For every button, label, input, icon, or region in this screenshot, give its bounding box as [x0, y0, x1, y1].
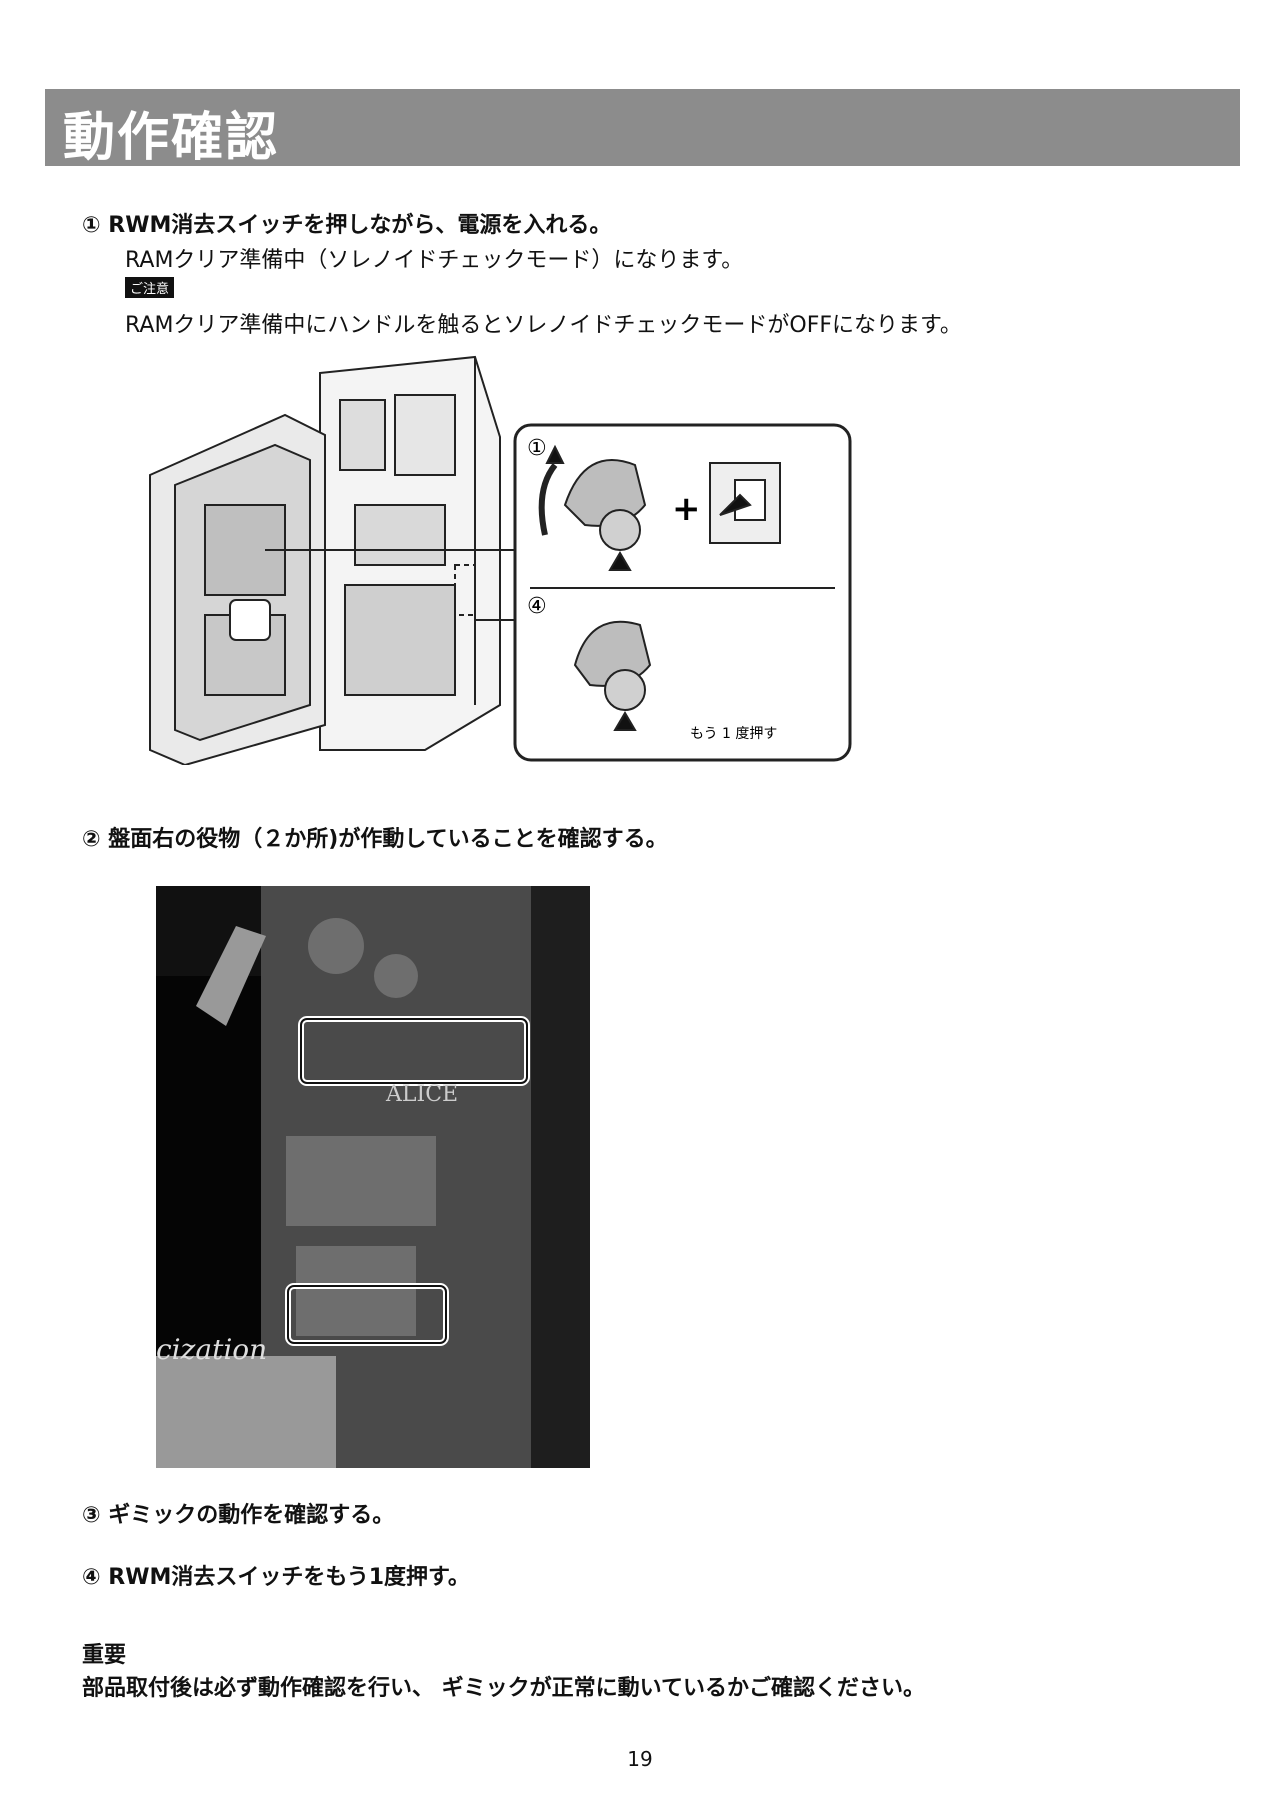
step4-heading: ④ RWM消去スイッチをもう1度押す。 — [82, 1565, 470, 1590]
step1-heading: ① RWM消去スイッチを押しながら、電源を入れる。 — [82, 213, 612, 238]
important-text: 部品取付後は必ず動作確認を行い、 ギミックが正常に動いているかご確認ください。 — [82, 1676, 926, 1701]
playfield-photo: ALICE cization — [156, 886, 590, 1468]
callout-marker-4: ④ — [527, 594, 547, 619]
caution-badge: ご注意 — [125, 277, 175, 298]
page-title: 動作確認 — [63, 108, 280, 168]
title-bar: 動作確認 — [45, 89, 1240, 168]
step1-line2: RAMクリア準備中にハンドルを触るとソレノイドチェックモードがOFFになります。 — [125, 313, 962, 338]
logo-text: ALICE — [385, 1082, 458, 1107]
cabinet-figure: ① ④ + もう 1 度押す — [149, 355, 852, 765]
page-number: 19 — [627, 1747, 653, 1771]
step3-heading: ③ ギミックの動作を確認する。 — [82, 1503, 395, 1528]
brand-text: cization — [156, 1333, 267, 1366]
step1-line1: RAMクリア準備中（ソレノイドチェックモード）になります。 — [125, 248, 744, 273]
step2-heading: ② 盤面右の役物（２か所)が作動していることを確認する。 — [82, 827, 668, 852]
callout-marker-1: ① — [527, 436, 547, 461]
plus-sign: + — [672, 489, 701, 529]
press-again-label: もう 1 度押す — [690, 726, 777, 742]
important-label: 重要 — [82, 1643, 127, 1668]
